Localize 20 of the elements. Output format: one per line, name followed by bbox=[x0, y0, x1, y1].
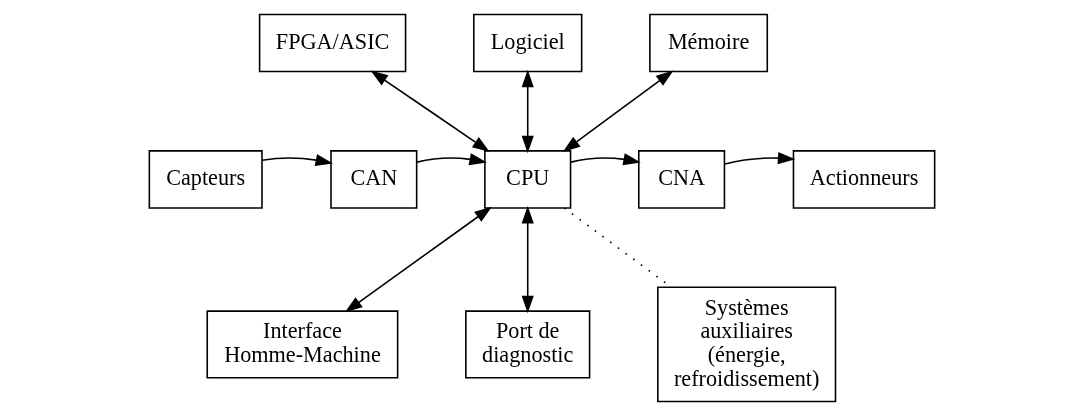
node-box: CPU bbox=[484, 150, 572, 209]
arrow bbox=[570, 153, 641, 166]
arrow bbox=[521, 69, 534, 154]
arrow bbox=[562, 70, 674, 153]
node-box: Capteurs bbox=[148, 150, 263, 209]
node-box: Interface Homme-Machine bbox=[206, 310, 399, 379]
node-box: Mémoire bbox=[649, 13, 769, 73]
arrow bbox=[416, 153, 487, 166]
arrow bbox=[370, 70, 490, 152]
node-box: Systèmes auxiliaires (énergie, refroidissement) bbox=[657, 286, 837, 403]
node-box: CAN bbox=[330, 150, 418, 209]
arrow bbox=[261, 154, 333, 167]
arrow bbox=[521, 206, 534, 314]
arrow bbox=[344, 206, 492, 313]
node-box: FPGA/ASIC bbox=[258, 13, 407, 73]
node-box: Port de diagnostic bbox=[465, 310, 591, 379]
node-box: Logiciel bbox=[473, 13, 583, 73]
arrow bbox=[724, 151, 796, 165]
node-box: CNA bbox=[638, 150, 726, 209]
node-box: Actionneurs bbox=[792, 150, 936, 209]
